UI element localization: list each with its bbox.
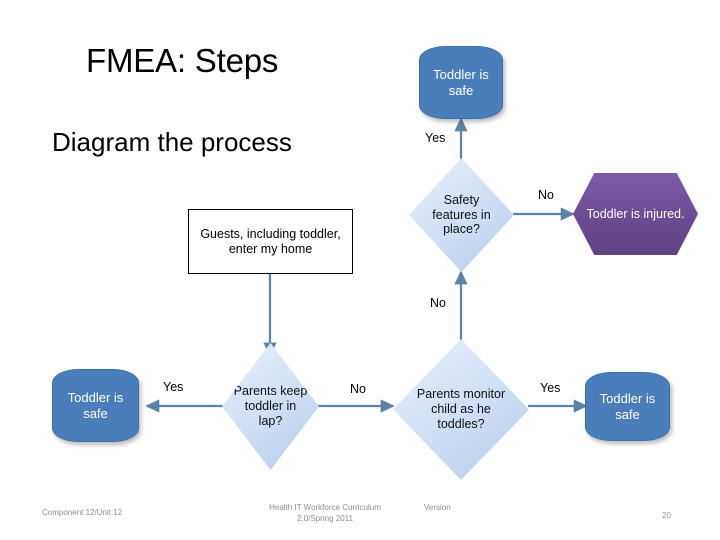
node-toddler-safe-left[interactable]: Toddler is safe bbox=[52, 369, 139, 442]
edge-label-safety-no: No bbox=[538, 188, 554, 202]
node-parents-keep-lap-decision[interactable]: Parents keep toddler in lap? bbox=[222, 343, 319, 470]
node-parents-monitor-decision[interactable]: Parents monitor child as he toddles? bbox=[393, 339, 529, 480]
node-toddler-safe-right[interactable]: Toddler is safe bbox=[585, 372, 670, 441]
node-label: Parents monitor child as he toddles? bbox=[416, 387, 506, 431]
node-label: Toddler is injured. bbox=[586, 206, 685, 221]
edge-label-monitor-yes: Yes bbox=[540, 381, 561, 395]
edge-label-safety-yes: Yes bbox=[425, 131, 446, 145]
node-label: Guests, including toddler, enter my home bbox=[200, 226, 341, 256]
node-label: Toddler is safe bbox=[433, 67, 489, 98]
node-label: Safety features in place? bbox=[432, 192, 491, 237]
node-toddler-injured[interactable]: Toddler is injured. bbox=[573, 173, 698, 255]
footer-page-number: 20 bbox=[662, 511, 671, 520]
node-label: Toddler is safe bbox=[67, 390, 124, 421]
node-guests-enter-home[interactable]: Guests, including toddler, enter my home bbox=[188, 209, 353, 274]
edge-label-monitor-no: No bbox=[430, 296, 446, 310]
node-label: Parents keep toddler in lap? bbox=[233, 384, 308, 428]
node-safety-features-decision[interactable]: Safety features in place? bbox=[409, 158, 514, 272]
footer-curriculum: Health IT Workforce Curriculum 2.0/Sprin… bbox=[269, 503, 381, 523]
node-label: Toddler is safe bbox=[599, 391, 656, 422]
page-subtitle: Diagram the process bbox=[52, 127, 292, 157]
edge-label-lap-yes: Yes bbox=[163, 380, 184, 394]
page-title: FMEA: Steps bbox=[86, 42, 279, 79]
footer-component: Component 12/Unit 12 bbox=[42, 508, 123, 517]
footer-version: Version bbox=[424, 503, 451, 512]
edge-label-lap-no: No bbox=[350, 382, 366, 396]
node-toddler-safe-top[interactable]: Toddler is safe bbox=[419, 46, 503, 119]
